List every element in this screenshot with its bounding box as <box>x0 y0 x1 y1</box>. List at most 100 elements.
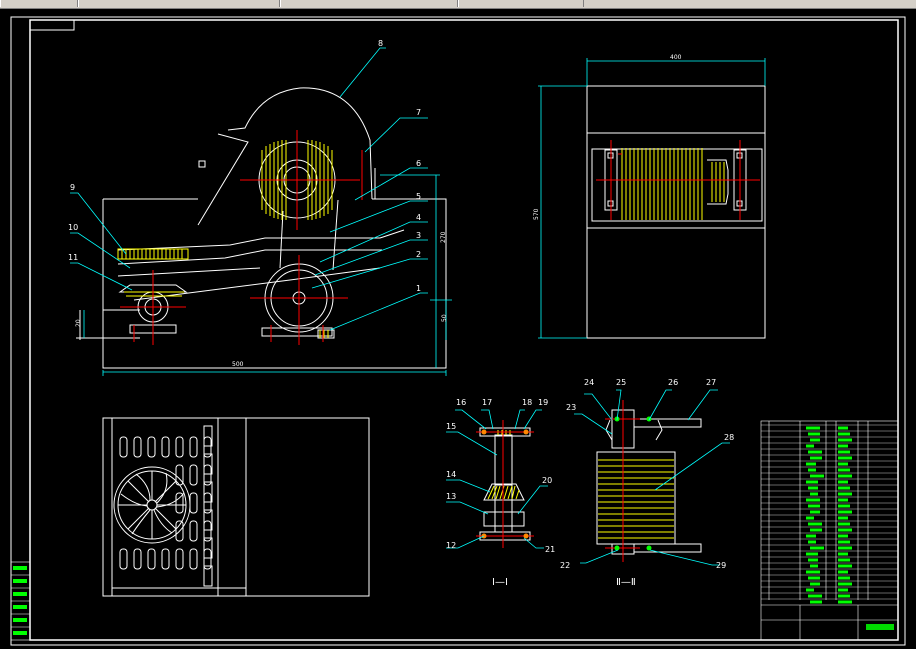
table-cell-text <box>838 528 852 532</box>
dim-main-width: 500 <box>232 361 244 368</box>
vent-slot <box>203 565 213 587</box>
dim-main-height: 270 <box>440 231 447 243</box>
vent-slot <box>147 436 156 458</box>
table-cell-text <box>806 426 820 430</box>
dim-height-20: 20 <box>75 319 82 327</box>
table-cell-text <box>808 486 818 490</box>
vent-slot <box>175 492 184 514</box>
svg-text:15: 15 <box>446 422 456 431</box>
table-cell-text <box>806 516 814 520</box>
vent-slot <box>189 492 198 514</box>
svg-text:19: 19 <box>538 398 548 407</box>
table-cell-text <box>838 450 850 454</box>
table-cell-text <box>806 534 816 538</box>
svg-text:24: 24 <box>584 378 594 387</box>
vent-slot <box>189 548 198 570</box>
vent-slot <box>189 464 198 486</box>
vent-slot <box>203 436 212 458</box>
section-label-1: Ⅰ—Ⅰ <box>492 577 508 588</box>
table-cell-text <box>838 552 848 556</box>
callouts-front: 8 7 6 5 4 3 2 1 9 10 11 <box>68 39 421 293</box>
table-cell-text <box>838 558 850 562</box>
vent-slot <box>175 464 184 486</box>
svg-text:5: 5 <box>416 192 421 201</box>
callouts-sections: 16 17 18 19 15 14 13 12 20 21 24 25 26 2… <box>446 378 734 570</box>
table-cell-text <box>838 546 852 550</box>
tab-2[interactable] <box>78 0 280 7</box>
vent-slot <box>119 548 128 570</box>
vent-slot <box>203 481 213 503</box>
inner-frame <box>29 19 899 641</box>
table-cell-text <box>838 432 850 436</box>
top-view-slots <box>119 425 213 587</box>
table-cell-text <box>838 570 848 574</box>
svg-text:26: 26 <box>668 378 678 387</box>
tab-4[interactable] <box>458 0 584 7</box>
table-cell-text <box>810 510 820 514</box>
svg-text:1: 1 <box>416 284 421 293</box>
vent-slot <box>161 436 170 458</box>
table-cell-text <box>838 438 852 442</box>
table-cell-text <box>838 456 852 460</box>
table-cell-text <box>838 510 852 514</box>
table-cell-text <box>810 492 818 496</box>
table-cell-text <box>838 594 850 598</box>
table-cell-text <box>810 474 824 478</box>
vent-slot <box>203 492 212 514</box>
table-cell-text <box>838 504 850 508</box>
section-2-hatch <box>598 459 674 539</box>
table-cell-text <box>838 540 850 544</box>
svg-text:11: 11 <box>68 253 78 262</box>
table-cell-text <box>838 576 850 580</box>
table-cell-text <box>808 504 820 508</box>
svg-text:27: 27 <box>706 378 716 387</box>
code-box <box>29 19 75 31</box>
svg-text:4: 4 <box>416 213 421 222</box>
table-cell-text <box>810 600 822 604</box>
table-cell-text <box>838 492 852 496</box>
svg-text:23: 23 <box>566 403 576 412</box>
table-cell-text <box>806 552 818 556</box>
table-cell-text <box>806 480 818 484</box>
vent-slot <box>203 509 213 531</box>
table-cell-text <box>838 522 850 526</box>
table-cell-text <box>838 468 850 472</box>
tab-1[interactable] <box>0 0 78 7</box>
table-cell-text <box>838 462 848 466</box>
svg-text:12: 12 <box>446 541 456 550</box>
svg-text:13: 13 <box>446 492 456 501</box>
table-cell-text <box>806 570 820 574</box>
table-cell-text <box>806 588 814 592</box>
svg-text:14: 14 <box>446 470 456 479</box>
vent-slot <box>133 548 142 570</box>
revision-strip <box>10 561 31 641</box>
front-dimensions <box>83 174 452 376</box>
table-cell-text <box>808 522 822 526</box>
table-cell-text <box>838 600 852 604</box>
svg-text:21: 21 <box>545 545 555 554</box>
table-cell-text <box>838 516 848 520</box>
tab-3[interactable] <box>280 0 458 7</box>
table-cell-text <box>838 480 848 484</box>
table-cell-text <box>806 462 816 466</box>
table-cell-text <box>808 450 822 454</box>
table-cell-text <box>806 444 814 448</box>
leaders-front <box>70 47 428 331</box>
vent-slot <box>175 436 184 458</box>
vent-slot <box>119 436 128 458</box>
table-cell-text <box>808 468 816 472</box>
table-cell-text <box>838 534 848 538</box>
svg-text:29: 29 <box>716 561 726 570</box>
vent-slot <box>175 548 184 570</box>
vent-slot <box>147 548 156 570</box>
svg-text:8: 8 <box>378 39 383 48</box>
svg-text:3: 3 <box>416 231 421 240</box>
vent-slot <box>203 548 212 570</box>
table-cell-text <box>838 444 848 448</box>
dim-height-50: 50 <box>441 314 448 322</box>
parts-list-table <box>760 420 899 641</box>
front-view <box>76 87 447 369</box>
title-text-block <box>866 624 894 630</box>
dim-side-height: 570 <box>533 208 540 220</box>
